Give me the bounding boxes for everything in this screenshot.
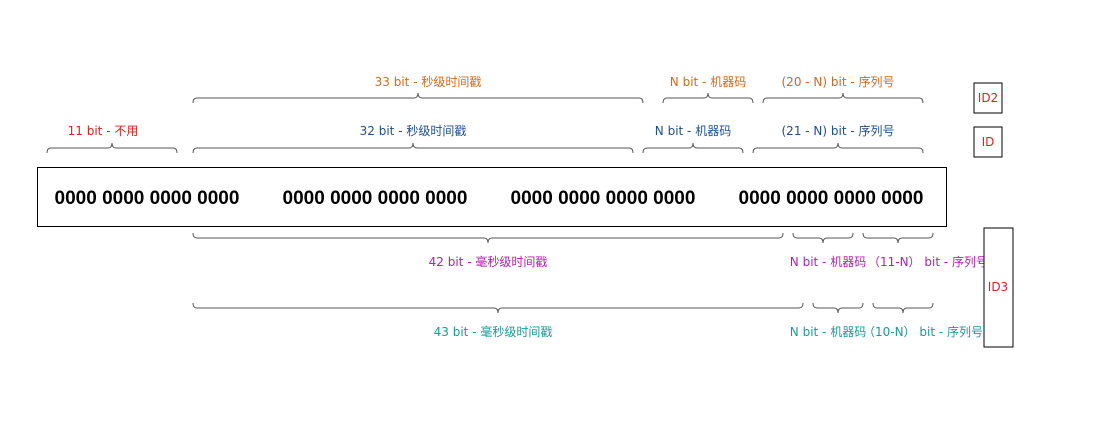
id-row: 11 bit - 不用 32 bit - 秒级时间戳 N bit - 机器码 (…	[46, 123, 924, 154]
id3-box-label: ID3	[988, 280, 1008, 294]
id3a-machine-label: N bit - 机器码	[790, 255, 866, 269]
id-machine-brace	[642, 142, 744, 154]
bit-group-4: 0000 0000 0000 0000	[739, 188, 924, 209]
id-timestamp-label: 32 bit - 秒级时间戳	[360, 124, 467, 138]
id-box: ID	[973, 126, 1003, 158]
id3a-sequence-label: （11-N） bit - 序列号	[868, 254, 988, 269]
id3b-sequence-brace	[872, 302, 934, 314]
bit-group-3: 0000 0000 0000 0000	[511, 188, 696, 209]
id-unused-label: 11 bit - 不用	[68, 124, 139, 138]
id3-row-a: 42 bit - 毫秒级时间戳 N bit - 机器码 （11-N） bit -…	[192, 232, 988, 269]
id3a-machine-brace	[792, 232, 854, 244]
bit-group-1: 0000 0000 0000 0000	[55, 188, 240, 209]
id-sequence-label: (21 - N) bit - 序列号	[782, 123, 895, 138]
id3a-timestamp-brace	[192, 232, 784, 244]
id-box-label: ID	[982, 135, 995, 149]
id-machine-label: N bit - 机器码	[655, 124, 731, 138]
id2-sequence-brace	[762, 92, 924, 104]
id3-row-b: 43 bit - 毫秒级时间戳 N bit - 机器码 （10-N） bit -…	[192, 302, 983, 339]
id3b-sequence-label: （10-N） bit - 序列号	[863, 324, 983, 339]
id2-box-label: ID2	[978, 91, 998, 105]
id2-machine-label: N bit - 机器码	[670, 75, 746, 89]
id-sequence-brace	[752, 142, 924, 154]
id2-timestamp-brace	[192, 92, 644, 104]
id2-row: 33 bit - 秒级时间戳 N bit - 机器码 (20 - N) bit …	[192, 74, 924, 104]
id-timestamp-brace	[192, 142, 634, 154]
id2-box: ID2	[973, 82, 1003, 114]
id2-machine-brace	[662, 92, 754, 104]
id3a-timestamp-label: 42 bit - 毫秒级时间戳	[429, 254, 548, 269]
id3b-timestamp-label: 43 bit - 毫秒级时间戳	[434, 324, 553, 339]
id3b-machine-brace	[812, 302, 864, 314]
id3b-machine-label: N bit - 机器码	[790, 325, 866, 339]
id3b-timestamp-brace	[192, 302, 804, 314]
id3a-sequence-brace	[862, 232, 934, 244]
id3-box: ID3	[983, 227, 1014, 348]
id2-timestamp-label: 33 bit - 秒级时间戳	[375, 75, 482, 89]
bits-box: 0000 0000 0000 0000 0000 0000 0000 0000 …	[37, 167, 947, 227]
bit-group-2: 0000 0000 0000 0000	[283, 188, 468, 209]
id2-sequence-label: (20 - N) bit - 序列号	[782, 74, 895, 89]
id-unused-brace	[46, 142, 178, 154]
